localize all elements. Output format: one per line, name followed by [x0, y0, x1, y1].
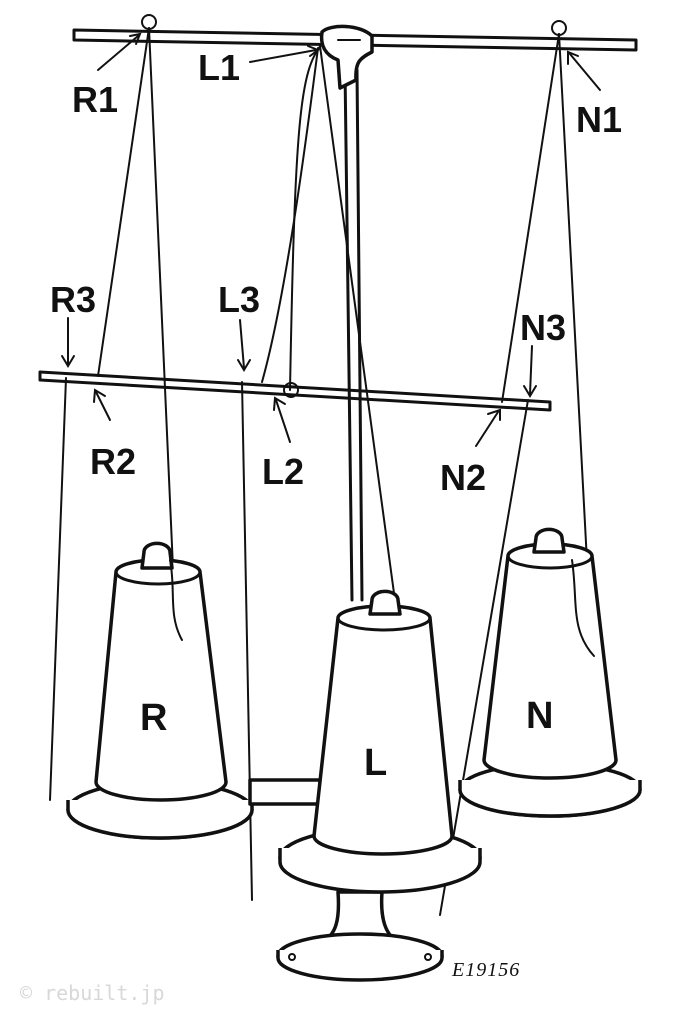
top-bracket — [319, 24, 374, 90]
spool-n: N — [458, 527, 642, 818]
middle-thread-guide-bar — [38, 370, 552, 412]
spool-label-left: R — [140, 697, 167, 739]
figure-code: E19156 — [451, 959, 520, 981]
watermark: © rebuilt.jp — [20, 981, 165, 1005]
label-n3: N3 — [520, 307, 566, 348]
label-r1: R1 — [72, 79, 118, 120]
spool-label-right: N — [526, 695, 553, 737]
label-l1: L1 — [198, 47, 240, 88]
label-n1: N1 — [576, 99, 622, 140]
part-labels: R1 L1 N1 R3 L3 N3 R2 L2 N2 — [50, 47, 622, 498]
spool-r: R — [66, 541, 254, 840]
callout-arrows — [61, 32, 601, 447]
label-l2: L2 — [262, 451, 304, 492]
label-n2: N2 — [440, 457, 486, 498]
spool-l: L — [276, 589, 482, 982]
label-r2: R2 — [90, 441, 136, 482]
label-r3: R3 — [50, 279, 96, 320]
base-connector — [248, 778, 322, 806]
label-l3: L3 — [218, 279, 260, 320]
spool-label-center: L — [364, 742, 387, 784]
